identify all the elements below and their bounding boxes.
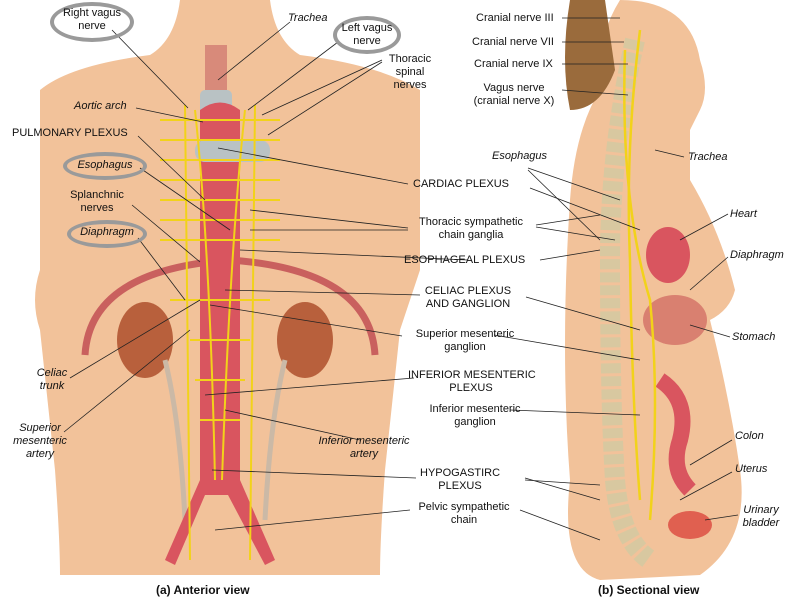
caption-sectional-view: (b) Sectional view xyxy=(598,583,700,597)
caption-anterior-view: (a) Anterior view xyxy=(156,583,250,597)
diaphragm-oval xyxy=(67,220,147,248)
label-trachea: Trachea xyxy=(288,12,328,24)
label-cranial-nerve-iii: Cranial nerve III xyxy=(476,12,554,24)
label-line: Superior xyxy=(19,422,61,434)
label-diaphragm: Diaphragm xyxy=(80,226,134,238)
label-line: INFERIOR MESENTERIC xyxy=(408,369,536,381)
label-cranial-nerve-ix: Cranial nerve IX xyxy=(474,58,553,70)
label-line: CELIAC PLEXUS xyxy=(424,285,512,297)
label-line: trunk xyxy=(39,380,65,392)
label-line: chain xyxy=(450,514,478,526)
label-line: Celiac xyxy=(36,367,68,379)
label-trachea-sectional: Trachea xyxy=(688,151,728,163)
label-uterus: Uterus xyxy=(735,463,768,475)
label-line: spinal xyxy=(395,66,425,78)
right-vagus-oval xyxy=(50,2,134,42)
label-esophagus-sectional: Esophagus xyxy=(492,150,548,162)
label-line: Vagus nerve xyxy=(483,82,545,94)
label-line: Superior mesenteric xyxy=(415,328,515,340)
label-line: nerve xyxy=(78,20,106,32)
label-stomach: Stomach xyxy=(732,331,776,343)
label-line: Right vagus xyxy=(62,7,122,19)
aorta-shape xyxy=(165,102,275,565)
label-line: PLEXUS xyxy=(438,480,482,492)
label-line: nerves xyxy=(80,202,114,214)
label-pulmonary-plexus: PULMONARY PLEXUS xyxy=(12,127,128,139)
label-line: bladder xyxy=(742,517,780,529)
label-line: nerve xyxy=(353,35,381,47)
label-heart: Heart xyxy=(730,208,757,220)
label-line: Inferior mesenteric xyxy=(429,403,521,415)
label-line: Inferior mesenteric xyxy=(318,435,410,447)
bladder-shape xyxy=(668,511,712,539)
label-line: chain ganglia xyxy=(438,229,504,241)
stomach-shape xyxy=(643,295,707,345)
label-cardiac-plexus: CARDIAC PLEXUS xyxy=(413,178,509,190)
label-line: ganglion xyxy=(444,341,486,353)
label-line: Left vagus xyxy=(341,22,393,34)
label-line: artery xyxy=(25,448,55,460)
label-line: Splanchnic xyxy=(70,189,124,201)
label-line: nerves xyxy=(393,79,427,91)
label-line: mesenteric xyxy=(13,435,67,447)
heart-shape xyxy=(646,227,690,283)
label-esophagus: Esophagus xyxy=(77,159,133,171)
hair xyxy=(565,0,615,110)
label-colon: Colon xyxy=(735,430,764,442)
label-line: Thoracic sympathetic xyxy=(419,216,523,228)
label-line: Urinary xyxy=(743,504,779,516)
label-line: ganglion xyxy=(454,416,496,428)
label-line: PLEXUS xyxy=(449,382,493,394)
label-aortic-arch: Aortic arch xyxy=(74,100,127,112)
label-diaphragm-sectional: Diaphragm xyxy=(730,249,784,261)
left-vagus-oval xyxy=(333,16,401,54)
right-kidney xyxy=(117,302,173,378)
label-line: AND GANGLION xyxy=(425,298,511,310)
label-vagus-nerve: Vagus nerve(cranial nerve X) xyxy=(466,82,562,108)
spine-shape xyxy=(599,37,657,569)
label-line: Thoracic xyxy=(388,53,432,65)
label-line: Pelvic sympathetic xyxy=(418,501,510,513)
label-line: HYPOGASTIRC xyxy=(420,467,501,479)
label-line: (cranial nerve X) xyxy=(473,95,555,107)
label-cranial-nerve-vii: Cranial nerve VII xyxy=(472,36,554,48)
colon-shape xyxy=(655,373,696,496)
left-kidney xyxy=(277,302,333,378)
esophagus-oval xyxy=(63,152,147,180)
label-esophageal-plexus: ESOPHAGEAL PLEXUS xyxy=(404,254,526,266)
label-line: artery xyxy=(349,448,379,460)
